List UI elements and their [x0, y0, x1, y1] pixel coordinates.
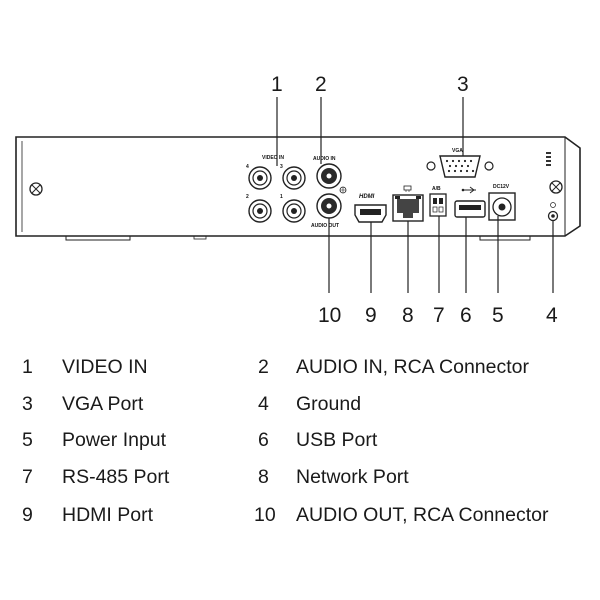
channel-3-label: 3	[280, 164, 283, 170]
right-screw-icon	[549, 180, 563, 194]
legend-number: 4	[258, 393, 269, 415]
vga-port-group: VGA	[426, 148, 494, 178]
callout-numbers: 1 2 3 10 9 8 7 6 5 4	[271, 73, 558, 327]
terminal-block-icon	[429, 193, 447, 217]
callout-number-2: 2	[315, 73, 327, 96]
legend-label: USB Port	[296, 429, 378, 451]
video-in-bnc-group: VIDEO IN 4 3 2 1	[246, 155, 306, 223]
callout-number-4: 4	[546, 304, 558, 327]
rca-connector-icon	[316, 193, 342, 219]
channel-4-label: 4	[246, 164, 249, 170]
callout-number-6: 6	[460, 304, 472, 327]
bnc-connector-icon	[282, 166, 306, 190]
legend-number: 1	[22, 356, 33, 378]
legend-number: 10	[254, 504, 276, 526]
power-input-group: DC12V	[488, 184, 516, 221]
rj45-port-icon	[392, 194, 424, 222]
usb-port-icon	[454, 200, 486, 218]
legend-number: 7	[22, 466, 33, 488]
legend-label: RS-485 Port	[62, 466, 170, 488]
video-in-panel-label: VIDEO IN	[262, 155, 284, 161]
vent-slots	[546, 152, 551, 166]
callout-number-7: 7	[433, 304, 445, 327]
callout-number-3: 3	[457, 73, 469, 96]
legend-number: 5	[22, 429, 33, 451]
callout-number-8: 8	[402, 304, 414, 327]
chassis	[15, 136, 581, 241]
rs485-port-group: A/B	[429, 186, 447, 217]
vga-panel-label: VGA	[452, 148, 463, 154]
legend-number: 2	[258, 356, 269, 378]
callout-number-1: 1	[271, 73, 283, 96]
hdmi-port-group: HDMI	[354, 194, 387, 223]
audio-in-panel-label: AUDIO IN	[313, 156, 336, 162]
callout-number-5: 5	[492, 304, 504, 327]
ground-lug-icon	[547, 202, 559, 222]
legend-label: AUDIO IN, RCA Connector	[296, 356, 529, 378]
legend-label: VGA Port	[62, 393, 144, 415]
ab-panel-label: A/B	[432, 186, 441, 192]
left-screw-icon	[29, 182, 43, 196]
usb-port-group	[454, 186, 486, 218]
network-port-group	[392, 185, 424, 222]
legend-label: AUDIO OUT, RCA Connector	[296, 504, 549, 526]
hdmi-port-icon	[354, 204, 387, 223]
legend-label: HDMI Port	[62, 504, 154, 526]
callout-leader-lines	[276, 97, 554, 293]
usb-symbol-icon	[461, 186, 476, 194]
legend-label: Ground	[296, 393, 362, 415]
rear-panel-diagram: VIDEO IN 4 3 2 1 AUDIO IN	[15, 73, 581, 327]
legend-number: 8	[258, 466, 269, 488]
legend-number: 9	[22, 504, 33, 526]
audio-rca-group: AUDIO IN AUDIO OUT	[311, 156, 347, 229]
bnc-connector-icon	[248, 166, 272, 190]
hdmi-logo-text: HDMI	[359, 194, 375, 200]
legend-number: 3	[22, 393, 33, 415]
callout-number-9: 9	[365, 304, 377, 327]
channel-1-label: 1	[280, 194, 283, 200]
ground-symbol-icon	[339, 186, 347, 194]
legend-label: Power Input	[62, 429, 167, 451]
vga-port-icon	[426, 155, 494, 178]
rca-connector-icon	[316, 163, 342, 189]
network-icon	[403, 185, 412, 192]
legend-label: Network Port	[296, 466, 409, 488]
audio-out-panel-label: AUDIO OUT	[311, 223, 339, 229]
dc-panel-label: DC12V	[493, 184, 510, 190]
legend-label: VIDEO IN	[62, 356, 148, 378]
power-jack-icon	[488, 192, 516, 221]
bnc-connector-icon	[248, 199, 272, 223]
legend-number: 6	[258, 429, 269, 451]
channel-2-label: 2	[246, 194, 249, 200]
callout-number-10: 10	[318, 304, 341, 327]
bnc-connector-icon	[282, 199, 306, 223]
